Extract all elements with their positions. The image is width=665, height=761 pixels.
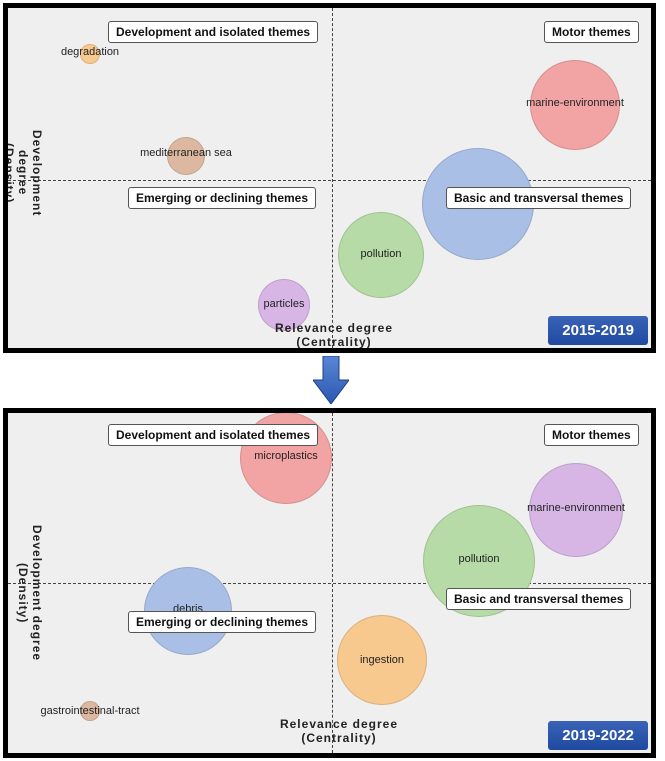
bubble-mediterranean-sea xyxy=(167,137,205,175)
bubble-label-mediterranean-sea: mediterranean sea xyxy=(140,147,232,159)
y-axis-label: Development degree (Density) xyxy=(3,129,44,217)
bubble-gastrointestinal-tract xyxy=(80,701,100,721)
bubble-pollution xyxy=(338,212,424,298)
horizontal-axis-line xyxy=(8,583,651,584)
period-badge: 2019-2022 xyxy=(548,721,648,750)
quadrant-label-motor: Motor themes xyxy=(544,424,639,446)
vertical-axis-line xyxy=(332,8,333,348)
bubble-label-gastrointestinal-tract: gastrointestinal-tract xyxy=(40,705,140,717)
map-panel-2019-2022: Development and isolated themes Motor th… xyxy=(3,408,656,758)
bubble-label-degradation: degradation xyxy=(60,46,120,58)
y-axis-label: Development degree (Density) xyxy=(16,524,44,662)
horizontal-axis-line xyxy=(8,180,651,181)
period-badge: 2015-2019 xyxy=(548,316,648,345)
bubble-label-particles: particles xyxy=(263,298,305,310)
bubble-degradation xyxy=(80,44,100,64)
quadrant-label-basic-transversal: Basic and transversal themes xyxy=(446,187,632,209)
bubble-label-pollution: pollution xyxy=(360,248,402,260)
bubble-marine-environment xyxy=(530,60,620,150)
map-panel-2015-2019: Development and isolated themes Motor th… xyxy=(3,3,656,353)
bubble-label-pollution: pollution xyxy=(458,553,500,565)
quadrant-label-development-isolated: Development and isolated themes xyxy=(108,21,319,43)
x-axis-label: Relevance degree (Centrality) xyxy=(279,717,399,745)
x-axis-label: Relevance degree (Centrality) xyxy=(274,321,394,349)
bubble-marine-environment xyxy=(529,463,623,557)
quadrant-label-emerging-declining: Emerging or declining themes xyxy=(128,611,317,633)
bubble-label-microplastics: microplastics xyxy=(254,450,318,462)
quadrant-label-motor: Motor themes xyxy=(544,21,639,43)
down-arrow-icon xyxy=(313,356,349,404)
quadrant-label-emerging-declining: Emerging or declining themes xyxy=(128,187,317,209)
bubble-label-marine-environment: marine-environment xyxy=(526,97,624,109)
quadrant-label-development-isolated: Development and isolated themes xyxy=(108,424,319,446)
bubble-label-marine-environment: marine-environment xyxy=(527,502,625,514)
bubble-particles xyxy=(258,279,310,331)
bubble-ingestion xyxy=(337,615,427,705)
quadrant-label-basic-transversal: Basic and transversal themes xyxy=(446,588,632,610)
bubble-label-ingestion: ingestion xyxy=(359,654,405,666)
